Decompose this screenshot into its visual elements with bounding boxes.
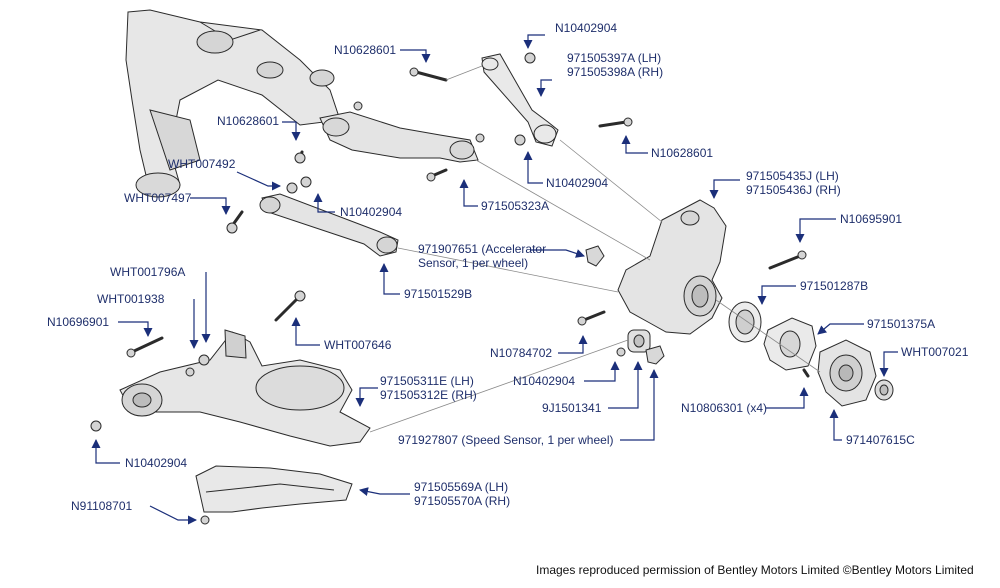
wheel-knuckle — [617, 199, 727, 335]
part-label-lower-arm[interactable]: 971505311E (LH)971505312E (RH) — [380, 374, 477, 402]
part-label-9j1501341[interactable]: 9J1501341 — [542, 401, 602, 415]
part-label-wht007646[interactable]: WHT007646 — [324, 338, 392, 352]
part-label-speed-sensor[interactable]: 971927807 (Speed Sensor, 1 per wheel) — [398, 433, 614, 447]
hub-nut — [874, 379, 894, 401]
part-label-n10402904-mid-left[interactable]: N10402904 — [340, 205, 403, 219]
speed-sensor-part — [645, 345, 665, 365]
part-label-upper-arm[interactable]: 971505397A (LH)971505398A (RH) — [567, 51, 664, 79]
part-label-wht001938[interactable]: WHT001938 — [97, 292, 165, 306]
accelerator-sensor-part — [585, 245, 605, 267]
spring-shield — [195, 465, 353, 513]
upper-control-arm — [481, 53, 559, 147]
copyright-credit: Images reproduced permission of Bentley … — [536, 563, 974, 577]
part-label-971501287b[interactable]: 971501287B — [800, 279, 869, 293]
part-label-n10628601-top[interactable]: N10628601 — [334, 43, 397, 57]
part-label-wht001796a[interactable]: WHT001796A — [110, 265, 186, 279]
part-label-n10696901[interactable]: N10696901 — [47, 315, 110, 329]
lower-control-arm — [119, 329, 371, 447]
wheel-bearing — [728, 301, 762, 343]
toe-link — [259, 193, 399, 257]
part-label-n91108701[interactable]: N91108701 — [71, 499, 133, 513]
part-label-wht007497[interactable]: WHT007497 — [124, 191, 192, 205]
part-label-971505323a[interactable]: 971505323A — [481, 199, 550, 213]
part-label-n10628601-right[interactable]: N10628601 — [651, 146, 714, 160]
assembly-leader-lines — [369, 65, 821, 433]
wheel-hub — [817, 339, 877, 407]
part-label-n10806301[interactable]: N10806301 (x4) — [681, 401, 768, 415]
backing-plate — [763, 317, 817, 371]
part-label-n10402904-bottom[interactable]: N10402904 — [125, 456, 188, 470]
part-label-wht007492[interactable]: WHT007492 — [168, 157, 236, 171]
part-label-971407615c[interactable]: 971407615C — [846, 433, 915, 447]
part-label-n10628601-left[interactable]: N10628601 — [217, 114, 280, 128]
part-label-971501529b[interactable]: 971501529B — [404, 287, 473, 301]
part-label-n10695901[interactable]: N10695901 — [840, 212, 903, 226]
part-label-n10402904-center[interactable]: N10402904 — [513, 374, 576, 388]
part-label-n10402904-top[interactable]: N10402904 — [555, 21, 618, 35]
part-label-971501375a[interactable]: 971501375A — [867, 317, 936, 331]
bolt-heads-and-nuts — [90, 52, 807, 525]
camber-arm — [319, 111, 479, 163]
part-label-wht007021[interactable]: WHT007021 — [901, 345, 969, 359]
part-label-knuckle[interactable]: 971505435J (LH)971505436J (RH) — [746, 169, 841, 197]
callout-arrows — [91, 34, 898, 525]
bushing — [627, 329, 651, 353]
part-label-spring-shield[interactable]: 971505569A (LH)971505570A (RH) — [414, 480, 511, 508]
part-label-n10402904-mid-right[interactable]: N10402904 — [546, 176, 609, 190]
subframe — [125, 9, 341, 198]
part-label-n10784702[interactable]: N10784702 — [490, 346, 553, 360]
